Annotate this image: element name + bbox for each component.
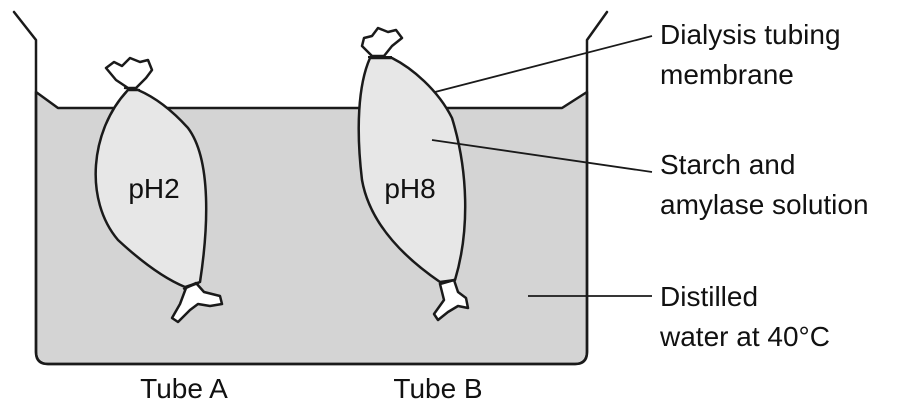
tube-b-caption: Tube B xyxy=(393,373,482,404)
water-label: Distilled water at 40°C xyxy=(659,281,830,352)
tube-a-ph-label: pH2 xyxy=(128,173,179,204)
tube-b-top-knot xyxy=(360,26,404,58)
tube-a-bag xyxy=(94,56,224,324)
solution-label: Starch and amylase solution xyxy=(660,149,869,220)
membrane-label: Dialysis tubing membrane xyxy=(660,19,848,90)
membrane-leader-line xyxy=(434,35,653,93)
tube-b-ph-label: pH8 xyxy=(384,173,435,204)
solution-leader-line xyxy=(431,139,653,173)
tube-b-bottom-knot xyxy=(432,278,470,322)
tube-a-caption: Tube A xyxy=(140,373,228,404)
tube-a-bottom-knot xyxy=(170,281,224,324)
tube-a-top-knot xyxy=(104,56,154,90)
tube-b-bag xyxy=(357,26,470,322)
tube-a-membrane xyxy=(94,88,208,289)
beaker xyxy=(12,10,609,366)
